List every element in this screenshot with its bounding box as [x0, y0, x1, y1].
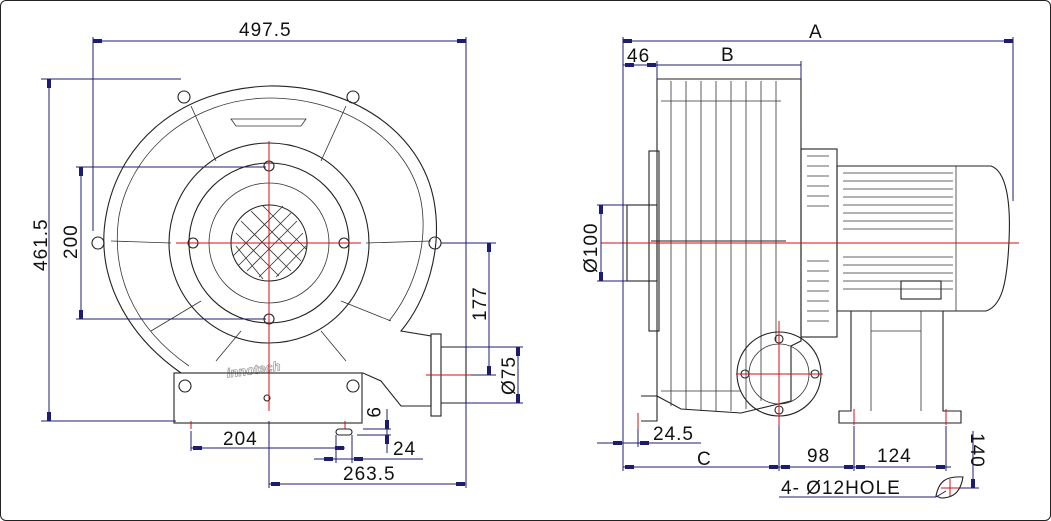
inlet-mesh-grid [232, 205, 307, 280]
dim-bracket-offset: 24.5 [653, 424, 694, 445]
dim-inlet-flange: 46 [627, 46, 650, 67]
side-arrowheads [599, 39, 1013, 488]
motor-body [836, 165, 1010, 312]
housing-inner-rim [116, 97, 424, 367]
base-slot [335, 428, 353, 436]
dim-foot-hole-spacing: 124 [877, 446, 912, 467]
dim-center-to-outlet: 263.5 [343, 464, 396, 485]
housing-ribs [110, 105, 432, 362]
dim-slot-length: 24 [393, 439, 416, 460]
fan-cover-vents [807, 155, 829, 322]
stand-web [870, 311, 922, 411]
brand-logo: innotech [226, 358, 282, 380]
dim-inlet-diameter: Ø100 [581, 223, 602, 273]
motor-stand [838, 311, 962, 424]
mount-bracket [641, 395, 658, 422]
base-center-mark [263, 394, 271, 402]
hole-note: 4- Ø12HOLE [781, 478, 901, 499]
terminal-box [900, 280, 942, 300]
front-centerlines [176, 141, 473, 429]
base-hole-left [178, 379, 192, 393]
dim-base-hole-spacing: 204 [223, 429, 258, 450]
dim-housing-width: B [721, 45, 735, 66]
front-view: innotech [31, 20, 523, 488]
dim-outlet-center-height: 177 [470, 286, 491, 321]
dim-outlet-to-foot: 98 [807, 446, 830, 467]
foot-hole-detail [935, 476, 964, 499]
base-hole-right [346, 379, 360, 393]
blower-housing [103, 85, 437, 407]
dim-foot-hole-depth: 140 [966, 433, 987, 468]
front-arrowheads [47, 39, 520, 486]
dim-base-thickness: 9 [362, 407, 383, 419]
dim-outlet-diameter: Ø75 [499, 356, 520, 395]
dim-inlet-bolt-pitch: 200 [61, 224, 82, 259]
front-dimension-lines [41, 37, 523, 488]
housing-fins [661, 81, 781, 411]
dim-to-outlet-center: C [697, 449, 712, 470]
dim-overall-height: 461.5 [31, 218, 52, 271]
base-plate [173, 372, 363, 424]
side-centerlines [601, 242, 1019, 497]
dim-overall-length: A [809, 22, 823, 43]
side-view: A 46 B Ø100 24.5 C 98 124 140 4- Ø12HOLE [581, 22, 1019, 499]
motor-fins [843, 166, 957, 311]
dim-overall-width: 497.5 [239, 20, 292, 41]
